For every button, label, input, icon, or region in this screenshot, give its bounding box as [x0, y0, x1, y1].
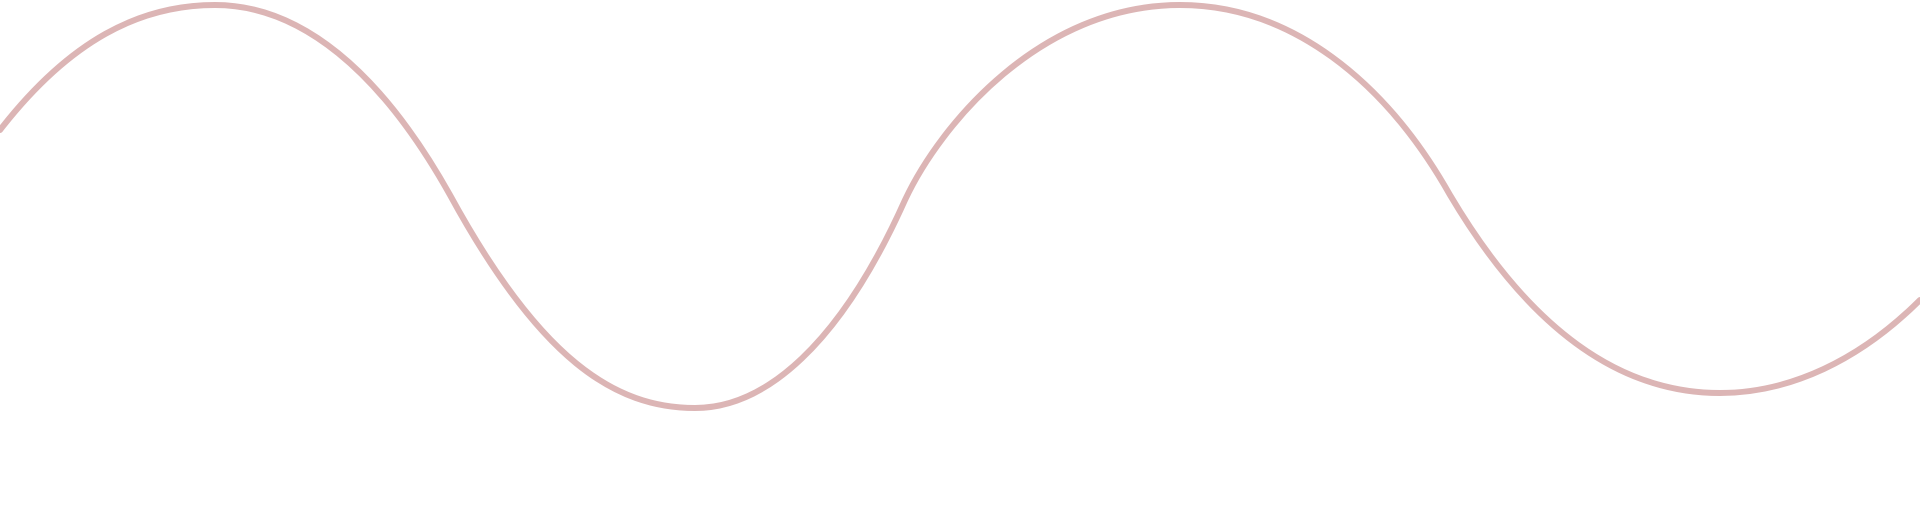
decorative-wave-line — [0, 2, 1920, 411]
